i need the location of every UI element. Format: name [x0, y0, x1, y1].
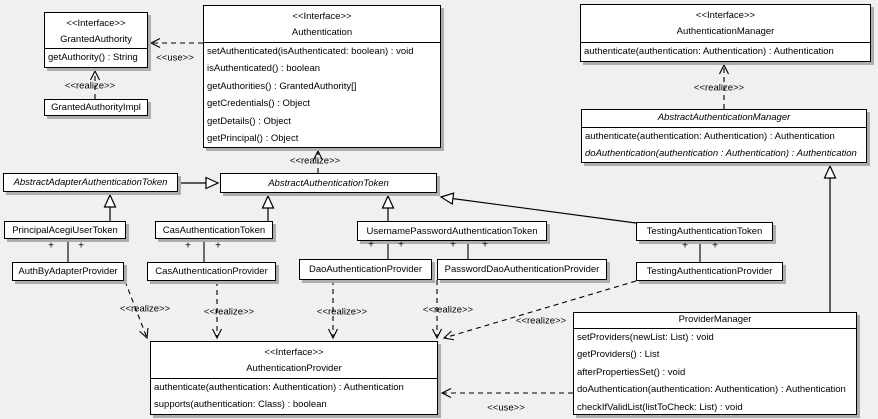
method: getDetails() : Object [207, 115, 291, 127]
class-name: AuthenticationManager [676, 26, 775, 37]
class-title: AbstractAuthenticationManager [582, 110, 866, 128]
class-title: <<Interface>> AuthenticationManager [581, 5, 870, 43]
class-name: AbstractAuthenticationManager [657, 112, 791, 123]
realize-label: <<realize>> [203, 306, 255, 318]
generalization-edges [103, 164, 837, 312]
class-name: AbstractAuthenticationToken [268, 177, 389, 189]
method: setProviders(newList: List) : void [577, 332, 714, 343]
class-title: ProviderManager [574, 313, 856, 329]
class-title: <<Interface>> GrantedAuthority [45, 13, 147, 49]
class-title: <<Interface>> Authentication [204, 6, 440, 43]
class-name: CasAuthenticationProvider [155, 266, 268, 277]
association-edges [67, 239, 701, 262]
edge-testingprovider-realize-provider [442, 280, 637, 341]
uml-class-granted-authority: <<Interface>> GrantedAuthority getAuthor… [44, 12, 148, 68]
method: checkIfValidList(listToCheck: List) : vo… [577, 401, 743, 413]
class-name: GrantedAuthorityImpl [51, 102, 141, 113]
realize-label: <<realize>> [693, 82, 745, 94]
class-name: Authentication [291, 27, 353, 38]
method: afterPropertiesSet() : void [577, 366, 686, 378]
class-name: TestingAuthenticationToken [646, 226, 763, 237]
edge-authbyadapter-realize-provider [124, 280, 149, 340]
multiplicity-plus: + [78, 240, 84, 252]
uml-class-abstract-authentication-manager: AbstractAuthenticationManager authentica… [581, 109, 867, 163]
stereotype: <<Interface>> [695, 10, 756, 21]
method: getAuthority() : String [48, 52, 138, 63]
uml-class-testing-authentication-provider: TestingAuthenticationProvider [636, 262, 783, 281]
uml-class-cas-authentication-provider: CasAuthenticationProvider [147, 262, 276, 281]
methods-compartment: getAuthority() : String [45, 49, 147, 66]
multiplicity-plus: + [450, 239, 456, 251]
uml-class-dao-authentication-provider: DaoAuthenticationProvider [299, 259, 432, 280]
realize-label: <<realize>> [289, 155, 341, 167]
class-name: ProviderManager [678, 314, 752, 325]
uml-class-abstract-authentication-token: AbstractAuthenticationToken [220, 173, 437, 193]
use-label: <<use>> [156, 52, 194, 64]
multiplicity-plus: + [712, 240, 718, 252]
methods-compartment: setAuthenticated(isAuthenticated: boolea… [204, 43, 440, 147]
class-name: AuthenticationProvider [246, 363, 342, 374]
uml-class-authentication-provider: <<Interface>> AuthenticationProvider aut… [150, 341, 438, 415]
method-abstract: doAuthentication(authentication : Authen… [585, 148, 857, 160]
uml-class-username-password-authentication-token: UsernamePasswordAuthenticationToken [357, 221, 547, 241]
uml-class-authentication-manager: <<Interface>> AuthenticationManager auth… [580, 4, 871, 62]
methods-compartment: setProviders(newList: List) : void getPr… [574, 329, 856, 414]
methods-compartment: authenticate(authentication: Authenticat… [582, 128, 866, 163]
uml-class-provider-manager: ProviderManager setProviders(newList: Li… [573, 312, 857, 415]
class-name: PasswordDaoAuthenticationProvider [444, 264, 600, 275]
multiplicity-plus: + [482, 239, 488, 251]
multiplicity-plus: + [682, 240, 688, 252]
stereotype: <<Interface>> [292, 11, 352, 22]
method: authenticate(authentication: Authenticat… [585, 131, 835, 142]
uml-class-password-dao-authentication-provider: PasswordDaoAuthenticationProvider [437, 259, 607, 280]
realize-label: <<realize>> [119, 303, 171, 315]
uml-class-auth-by-adapter-provider: AuthByAdapterProvider [12, 262, 124, 281]
realize-label: <<realize>> [64, 80, 116, 92]
realize-label: <<realize>> [515, 315, 567, 327]
method: authenticate(authentication: Authenticat… [584, 46, 834, 57]
realize-label: <<realize>> [422, 304, 474, 316]
method: authenticate(authentication: Authenticat… [154, 382, 404, 393]
multiplicity-plus: + [398, 239, 404, 251]
method: doAuthentication(authentication: Authent… [577, 384, 846, 396]
uml-class-granted-authority-impl: GrantedAuthorityImpl [44, 99, 148, 116]
class-name: DaoAuthenticationProvider [308, 264, 422, 275]
uml-class-testing-authentication-token: TestingAuthenticationToken [636, 222, 773, 241]
use-label: <<use>> [487, 402, 525, 414]
method: supports(authentication: Class) : boolea… [154, 399, 327, 411]
method: getAuthorities() : GrantedAuthority[] [207, 80, 357, 92]
stereotype: <<Interface>> [66, 18, 126, 29]
method: getCredentials() : Object [207, 98, 310, 110]
class-name: TestingAuthenticationProvider [646, 266, 773, 277]
multiplicity-plus: + [215, 240, 221, 252]
method: isAuthenticated() : boolean [207, 63, 321, 75]
methods-compartment: authenticate(authentication: Authenticat… [151, 379, 437, 414]
dashed-edges [90, 38, 729, 398]
multiplicity-plus: + [48, 240, 54, 252]
multiplicity-plus: + [368, 239, 374, 251]
multiplicity-plus: + [185, 240, 191, 252]
uml-class-principal-acegi-user-token: PrincipalAcegiUserToken [4, 221, 126, 239]
method: getPrincipal() : Object [207, 133, 299, 145]
class-name: AbstractAdapterAuthenticationToken [13, 177, 168, 188]
class-name: PrincipalAcegiUserToken [12, 224, 118, 236]
class-name: GrantedAuthority [60, 34, 132, 45]
uml-class-abstract-adapter-authentication-token: AbstractAdapterAuthenticationToken [3, 173, 178, 192]
class-name: AuthByAdapterProvider [18, 266, 118, 277]
edge-testing-token-to-abstract-token [439, 192, 637, 224]
class-name: UsernamePasswordAuthenticationToken [366, 225, 538, 237]
stereotype: <<Interface>> [264, 347, 324, 358]
method: setAuthenticated(isAuthenticated: boolea… [207, 46, 414, 57]
method: getProviders() : List [577, 349, 660, 361]
class-title: <<Interface>> AuthenticationProvider [151, 342, 437, 379]
realize-label: <<realize>> [316, 306, 368, 318]
uml-class-cas-authentication-token: CasAuthenticationToken [155, 221, 273, 239]
methods-compartment: authenticate(authentication: Authenticat… [581, 43, 870, 60]
class-name: CasAuthenticationToken [162, 224, 266, 236]
uml-class-authentication: <<Interface>> Authentication setAuthenti… [203, 5, 441, 148]
